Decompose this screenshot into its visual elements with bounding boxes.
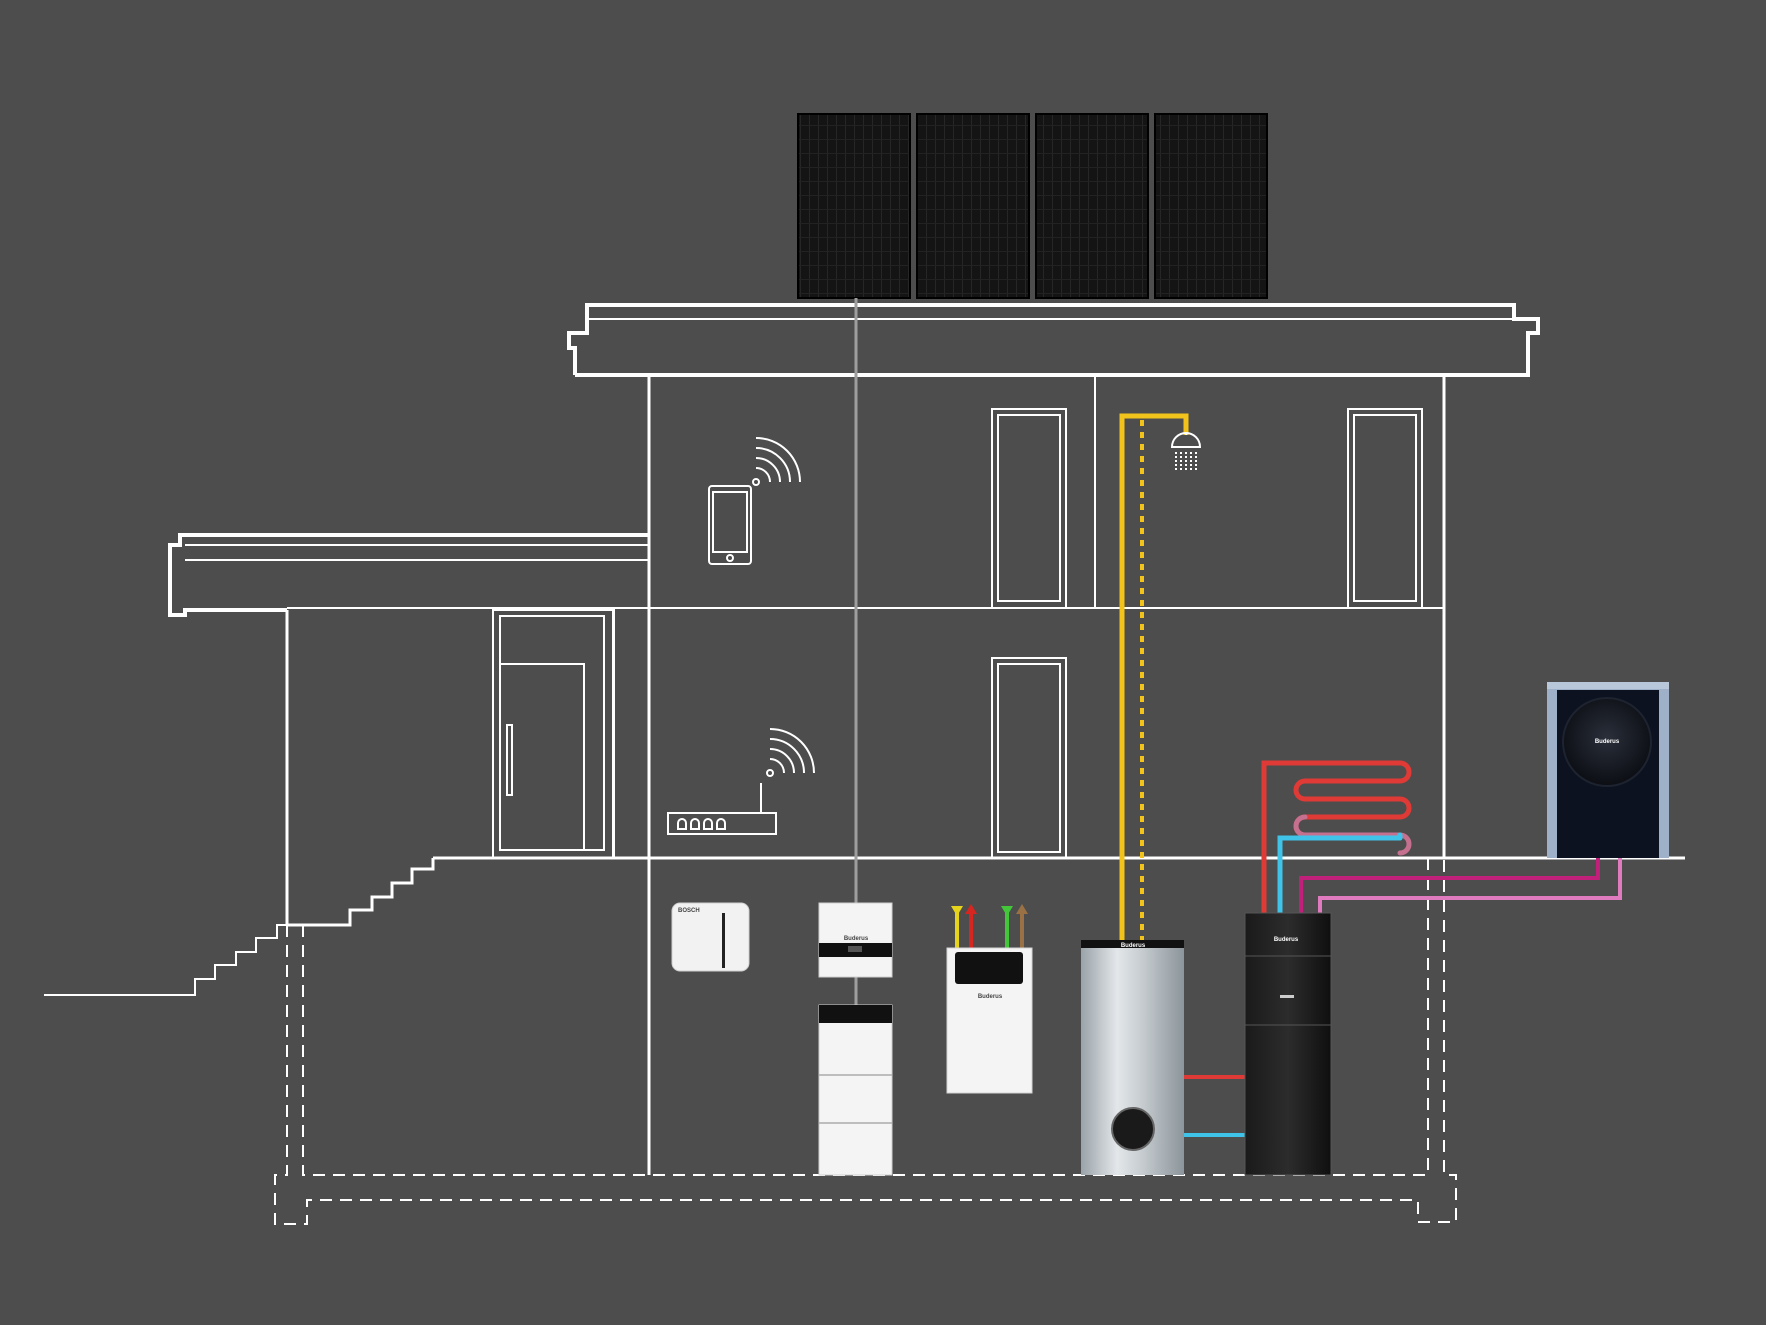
shower-icon [1170, 432, 1202, 470]
windows [991, 408, 1423, 859]
window [1347, 408, 1423, 609]
outdoor-heat-pump-logo: Buderus [1595, 739, 1620, 745]
wall-box: BOSCH [671, 902, 750, 972]
inverter: Buderus [818, 902, 893, 978]
indoor-unit-logo: Buderus [1274, 937, 1299, 943]
router-icon [667, 783, 777, 835]
wifi-icon [752, 437, 801, 486]
wifi-icon [766, 728, 815, 777]
heat-pump-pipes [1299, 858, 1622, 913]
entrance-door [492, 609, 614, 859]
solar-panel [1035, 113, 1149, 299]
hot-water-pipes [1119, 413, 1189, 940]
solar-panel [797, 113, 911, 299]
battery-storage [818, 1004, 893, 1176]
solar-panel [916, 113, 1030, 299]
inverter-logo: Buderus [844, 936, 869, 942]
window [991, 408, 1067, 609]
solar-panels [797, 113, 1268, 299]
outdoor-heat-pump: Buderus [1547, 682, 1669, 858]
ventilation-unit: Buderus [946, 904, 1033, 1094]
hot-water-tank: Buderus [1081, 940, 1184, 1175]
hot-water-tank-logo: Buderus [1121, 943, 1146, 949]
basement-foundation [274, 858, 1457, 1225]
wall-box-logo: BOSCH [678, 908, 700, 914]
indoor-unit: Buderus [1244, 912, 1332, 1176]
smartphone-icon [708, 485, 752, 565]
underfloor-heating-loop [1261, 760, 1412, 916]
window [991, 657, 1067, 859]
solar-panel [1154, 113, 1268, 299]
ventilation-unit-logo: Buderus [978, 994, 1003, 1000]
